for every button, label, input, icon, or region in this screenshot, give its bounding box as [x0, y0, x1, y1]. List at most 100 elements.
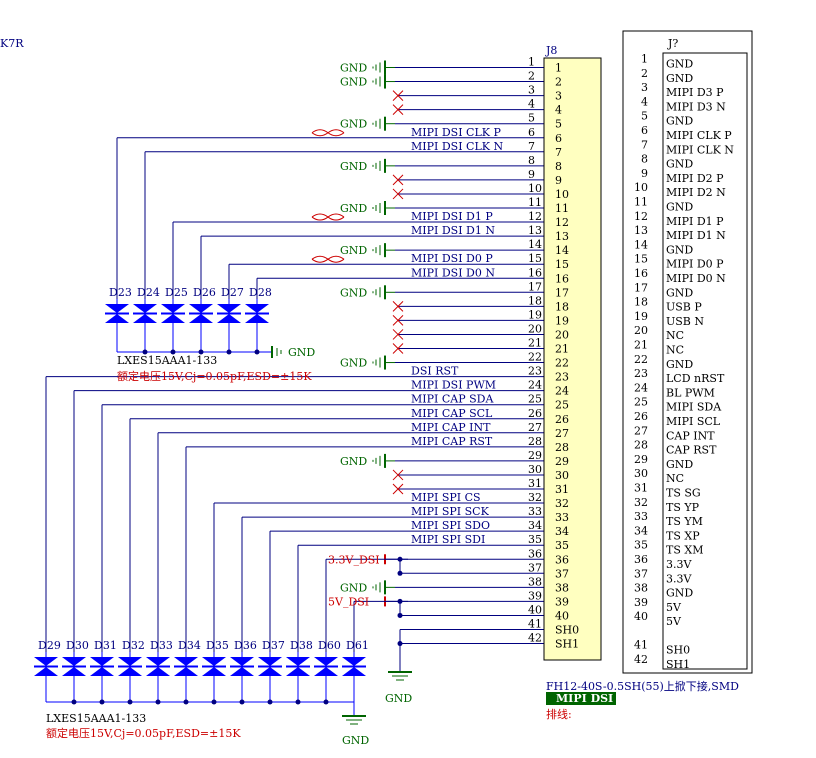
diode-triangle	[217, 304, 241, 313]
pin-number-outer: 26	[528, 407, 542, 420]
net-label: MIPI DSI D1 P	[411, 210, 493, 223]
pinout-pin-number: 41	[634, 639, 648, 652]
pin-number-inner: 21	[555, 343, 569, 356]
esd-diode-bottom: D34	[174, 639, 201, 684]
diode-designator: D34	[178, 639, 201, 652]
diode-designator: D32	[122, 639, 145, 652]
diode-triangle	[314, 657, 338, 666]
pinout-designator: J?	[667, 37, 678, 50]
diode-triangle	[161, 314, 185, 323]
pinout-pin-number: 22	[634, 353, 648, 366]
gnd-power-port: GND	[340, 357, 367, 370]
pinout-pin-number: 12	[634, 210, 648, 223]
pin-number-outer: 27	[528, 421, 542, 434]
pin-number-inner: 17	[555, 286, 569, 299]
pin-number-outer: 32	[528, 491, 542, 504]
pinout-pin-number: 21	[634, 339, 648, 352]
pin-number-inner: 39	[555, 595, 569, 608]
pinout-pin-name: MIPI D0 N	[666, 272, 726, 285]
pinout-pin-number: 26	[634, 410, 648, 423]
pinout-pin-number: 11	[634, 196, 648, 209]
pinout-pin-number: 7	[641, 138, 648, 151]
diode-triangle	[286, 657, 310, 666]
esd-top-rail-dot	[198, 349, 204, 355]
pin-number-outer: 15	[528, 252, 542, 265]
diode-triangle	[230, 657, 254, 666]
diff-pair-icon	[311, 213, 345, 221]
pinout-pin-number: 3	[641, 81, 648, 94]
pin-number-outer: 23	[528, 365, 542, 378]
pinout-pin-number: 25	[634, 396, 648, 409]
diode-designator: D24	[137, 286, 160, 299]
esd-diode-bottom: D37	[258, 639, 285, 684]
pin-number-inner: 27	[555, 427, 569, 440]
esd-bottom-rail-dot	[267, 699, 273, 705]
power-net-label: 5V_DSI	[328, 595, 369, 608]
pin-number-outer: 19	[528, 308, 542, 321]
esd-top-rail-dot	[226, 349, 232, 355]
esd-diode-bottom: D30	[62, 639, 89, 684]
pinout-pin-number: 17	[634, 281, 648, 294]
pin-number-outer: 21	[528, 337, 542, 350]
net-label: MIPI CAP SDA	[411, 393, 494, 406]
pinout-pin-name: MIPI D0 P	[666, 258, 724, 271]
esd-diode-bottom: D35	[202, 639, 229, 684]
diff-pair-icon	[311, 255, 345, 263]
pin-number-inner: 29	[555, 455, 569, 468]
esd-bottom-gnd: GND	[342, 734, 369, 747]
diode-triangle	[342, 667, 366, 676]
pinout-pin-number: 8	[641, 153, 648, 166]
diode-triangle	[90, 657, 114, 666]
diode-triangle	[342, 657, 366, 666]
pin-number-inner: 12	[555, 216, 569, 229]
esd-bottom-part: LXES15AAA1-133	[46, 712, 146, 725]
pinout-pin-number: 2	[641, 67, 648, 80]
pinout-pin-number: 35	[634, 539, 648, 552]
diode-triangle	[133, 314, 157, 323]
diode-designator: D27	[221, 286, 244, 299]
diode-designator: D60	[318, 639, 341, 652]
diode-triangle	[62, 667, 86, 676]
pinout-pin-name: 5V	[666, 601, 682, 614]
pinout-pin-name: GND	[666, 115, 693, 128]
pinout-pin-name: MIPI D3 N	[666, 100, 726, 113]
no-connect-icon	[392, 343, 404, 354]
pin-number-inner: 32	[555, 497, 569, 510]
pinout-pin-name: GND	[666, 72, 693, 85]
pin-number-inner: 35	[555, 539, 569, 552]
mipi-dsi-tag: MIPI DSI	[556, 692, 613, 705]
pin-number-outer: 1	[528, 56, 535, 69]
pin-number-outer: 25	[528, 393, 542, 406]
pinout-pin-number: 27	[634, 424, 648, 437]
diode-designator: D38	[290, 639, 313, 652]
pin-number-inner: 26	[555, 413, 569, 426]
net-label: MIPI SPI SDO	[411, 519, 490, 532]
pinout-pin-name: 5V	[666, 615, 682, 628]
pin-number-outer: 33	[528, 505, 542, 518]
pin-number-inner: SH0	[555, 624, 579, 637]
pinout-pin-name: CAP INT	[666, 429, 715, 442]
j8-connector-body[interactable]	[543, 57, 602, 661]
gnd-power-port: GND	[340, 62, 367, 75]
gnd-power-port: GND	[340, 202, 367, 215]
pinout-inner-box	[662, 52, 748, 670]
diode-designator: D26	[193, 286, 216, 299]
no-connect-icon	[392, 188, 404, 200]
pin-number-inner: 24	[555, 385, 569, 398]
pin-number-inner: 16	[555, 272, 569, 285]
pin-number-inner: 11	[555, 202, 569, 215]
net-label: MIPI DSI CLK P	[411, 126, 501, 139]
net-label: MIPI DSI D0 P	[411, 252, 493, 265]
pinout-pin-name: MIPI SDA	[666, 401, 722, 414]
pinout-pin-number: 13	[634, 224, 648, 237]
gnd-power-port: GND	[340, 286, 367, 299]
diode-triangle	[90, 667, 114, 676]
diode-designator: D33	[150, 639, 173, 652]
diode-triangle	[202, 667, 226, 676]
diode-designator: D29	[38, 639, 61, 652]
esd-bottom-rail-dot	[239, 699, 245, 705]
no-connect-icon	[392, 315, 404, 326]
pinout-pin-name: TS XP	[666, 529, 700, 542]
